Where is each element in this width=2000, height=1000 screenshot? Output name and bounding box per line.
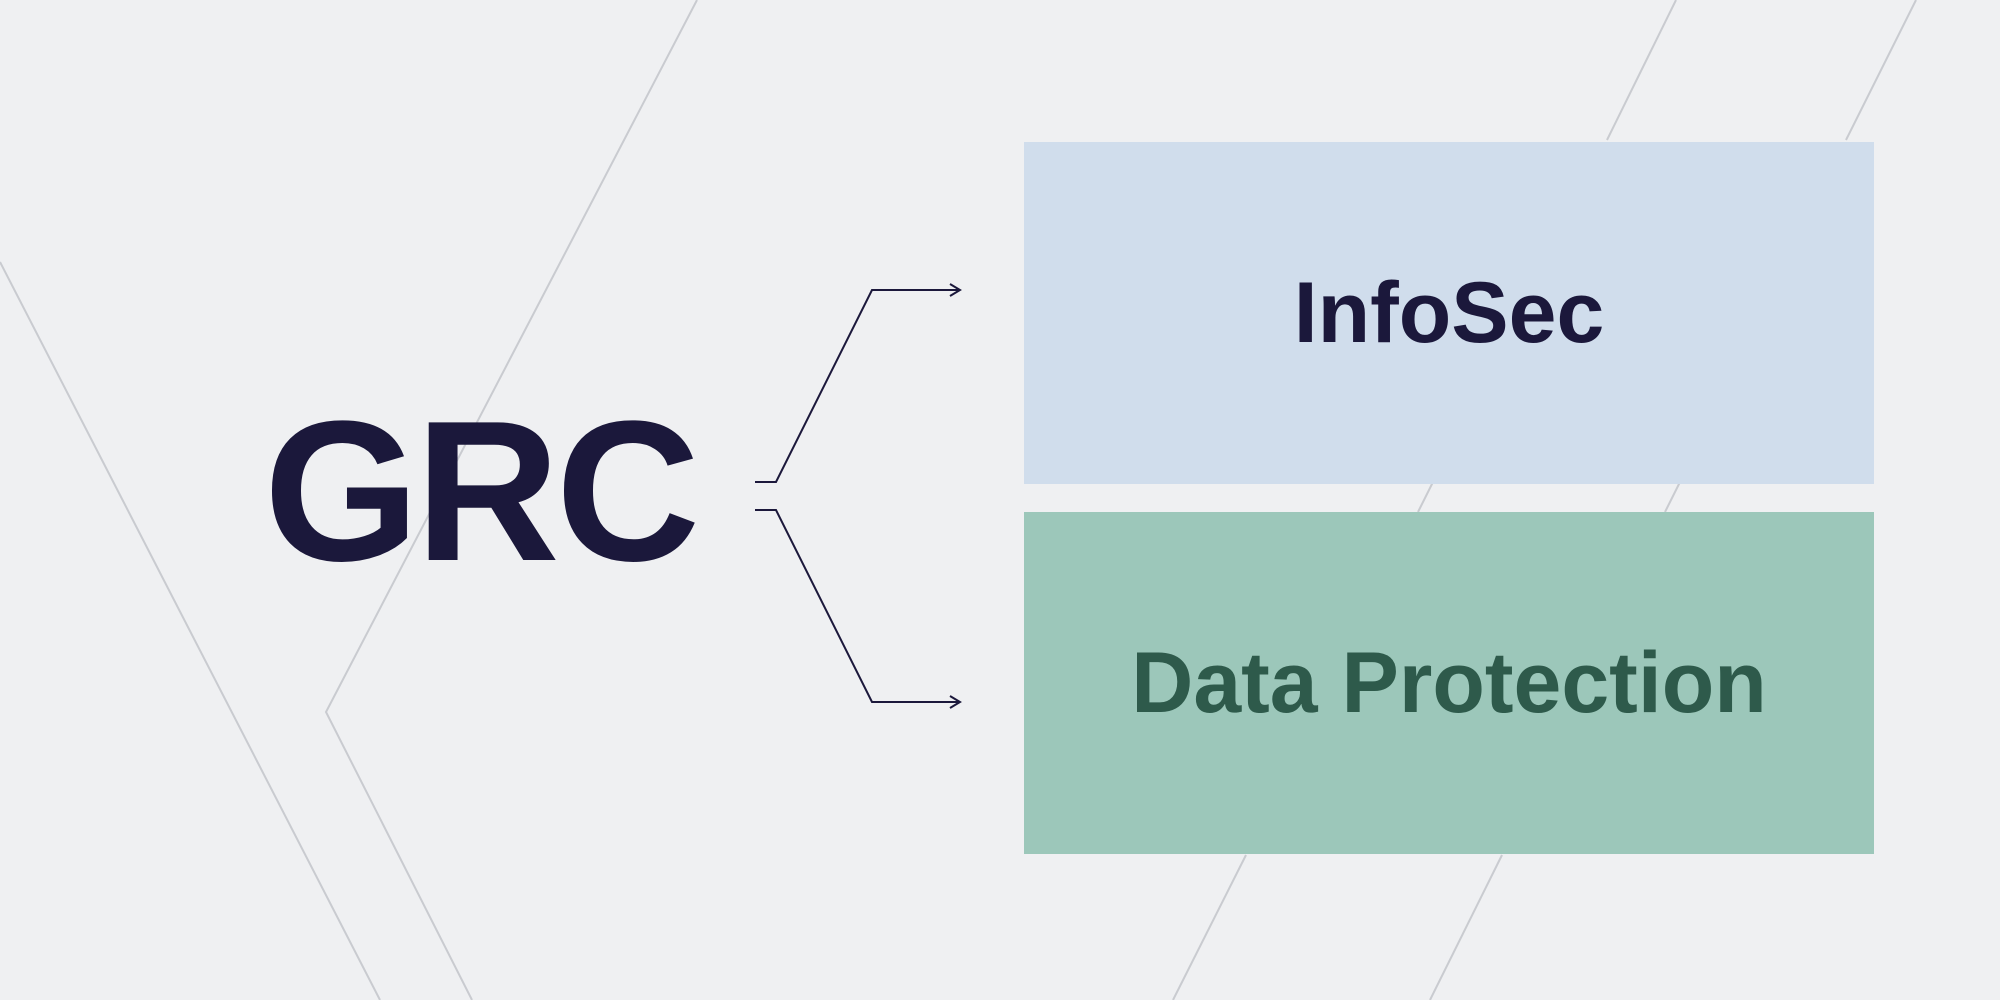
arrowhead-upper — [949, 283, 962, 297]
target-node-infosec: InfoSec — [1024, 142, 1874, 484]
bg-line-right-1 — [1606, 0, 1677, 141]
bg-line-right-2 — [1845, 0, 1917, 141]
bg-line-right-6 — [1429, 854, 1503, 1000]
target-node-data-protection-label: Data Protection — [1131, 635, 1767, 731]
connector-lower — [755, 509, 958, 703]
bg-line-left — [0, 261, 381, 1000]
target-node-data-protection: Data Protection — [1024, 512, 1874, 854]
bg-line-right-3 — [1417, 481, 1434, 513]
bg-line-right-5 — [1172, 854, 1247, 1000]
target-node-infosec-label: InfoSec — [1293, 265, 1605, 361]
bg-line-chevron — [324, 0, 698, 1000]
source-node-grc: GRC — [263, 380, 700, 603]
arrowhead-lower — [949, 695, 962, 709]
bg-line-right-4 — [1664, 481, 1681, 513]
connector-upper — [755, 289, 958, 483]
